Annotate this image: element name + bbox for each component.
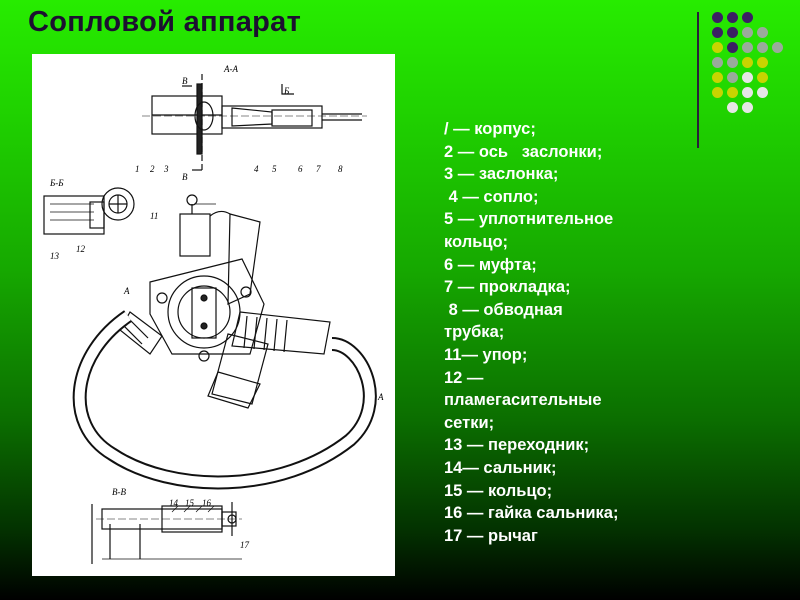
decorative-dot bbox=[727, 72, 738, 83]
decorative-dot bbox=[757, 57, 768, 68]
legend-line: 7 — прокладка; bbox=[444, 278, 571, 297]
legend-line: 3 — заслонка; bbox=[444, 165, 559, 184]
decorative-dot bbox=[757, 72, 768, 83]
callout-number: 1 bbox=[135, 164, 140, 174]
decorative-dot bbox=[712, 27, 723, 38]
label-a-mark-right: А bbox=[377, 392, 384, 402]
label-section-aa: А-А bbox=[223, 64, 238, 74]
callout-number: 3 bbox=[163, 164, 169, 174]
legend-line: / — корпус; bbox=[444, 120, 536, 138]
callout-number: 5 bbox=[272, 164, 277, 174]
decorative-dot bbox=[742, 27, 753, 38]
callout-number: 7 bbox=[316, 164, 321, 174]
housing bbox=[167, 275, 241, 349]
right-fitting bbox=[231, 311, 331, 355]
decorative-dot bbox=[742, 42, 753, 53]
decorative-dot bbox=[757, 87, 768, 98]
decorative-dot bbox=[712, 87, 723, 98]
aa-axis bbox=[196, 83, 203, 155]
callout-number: 13 bbox=[50, 251, 60, 261]
legend-line: 6 — муфта; bbox=[444, 255, 537, 274]
callout-number: 8 bbox=[338, 164, 343, 174]
legend-line: пламегасительные bbox=[444, 391, 602, 410]
legend-line: 15 — кольцо; bbox=[444, 481, 553, 500]
decorative-dot bbox=[727, 27, 738, 38]
label-section-bb: Б-Б bbox=[49, 178, 64, 188]
legend-line: 11— упор; bbox=[444, 345, 528, 364]
aa-nozzle bbox=[221, 105, 323, 129]
decorative-dot bbox=[712, 57, 723, 68]
legend-line: 16 — гайка сальника; bbox=[444, 504, 619, 523]
label-a-mark-left: А bbox=[123, 286, 130, 296]
decorative-dot bbox=[712, 12, 723, 23]
legend-line: 12 — bbox=[444, 368, 484, 387]
legend-line: кольцо; bbox=[444, 232, 509, 251]
callout-number: 14 bbox=[169, 498, 179, 508]
legend-line: 2 — ось заслонки; bbox=[444, 142, 603, 161]
decorative-dot bbox=[757, 42, 768, 53]
slide-title: Сопловой аппарат bbox=[28, 6, 302, 38]
bb-mesh bbox=[101, 187, 135, 221]
callout-number: 11 bbox=[150, 211, 158, 221]
legend-line: 13 — переходник; bbox=[444, 436, 590, 455]
legend-line: 5 — уплотнительное bbox=[444, 210, 614, 229]
decorative-dot bbox=[727, 12, 738, 23]
decorative-dot bbox=[712, 42, 723, 53]
callout-number: 4 bbox=[254, 164, 259, 174]
decorative-dot bbox=[757, 27, 768, 38]
decorative-dot-grid bbox=[712, 12, 783, 132]
decorative-dot bbox=[727, 42, 738, 53]
callout-number: 17 bbox=[240, 540, 250, 550]
legend-line: 8 — обводная bbox=[444, 300, 563, 319]
decorative-dot bbox=[772, 42, 783, 53]
legend-line: 14— сальник; bbox=[444, 458, 557, 477]
label-bb-mark: Б bbox=[283, 86, 290, 96]
decorative-dot bbox=[742, 102, 753, 113]
decorative-dot bbox=[742, 12, 753, 23]
label-b-mark-top: В bbox=[182, 76, 188, 86]
callout-number: 2 bbox=[150, 164, 155, 174]
housing-flange bbox=[149, 258, 265, 355]
decorative-dot bbox=[742, 87, 753, 98]
decorative-dot bbox=[727, 87, 738, 98]
decorative-divider bbox=[697, 12, 699, 148]
legend-line: 4 — сопло; bbox=[444, 187, 539, 206]
callout-number: 15 bbox=[185, 498, 195, 508]
decorative-dot bbox=[727, 57, 738, 68]
legend-line: сетки; bbox=[444, 413, 495, 432]
upper-body bbox=[179, 213, 211, 257]
decorative-dot bbox=[742, 72, 753, 83]
callout-number: 12 bbox=[76, 244, 86, 254]
decorative-dot bbox=[712, 72, 723, 83]
legend-line: 17 — рычаг bbox=[444, 526, 538, 545]
parts-legend: / — корпус; 2 — ось заслонки; 3 — заслонка… bbox=[444, 118, 674, 547]
callout-number: 6 bbox=[298, 164, 303, 174]
label-section-vv: В-В bbox=[112, 487, 126, 497]
legend-line: трубка; bbox=[444, 323, 505, 342]
decorative-dot bbox=[742, 57, 753, 68]
decorative-dot bbox=[727, 102, 738, 113]
label-b-mark-bottom: В bbox=[182, 172, 188, 182]
callout-number: 16 bbox=[202, 498, 212, 508]
